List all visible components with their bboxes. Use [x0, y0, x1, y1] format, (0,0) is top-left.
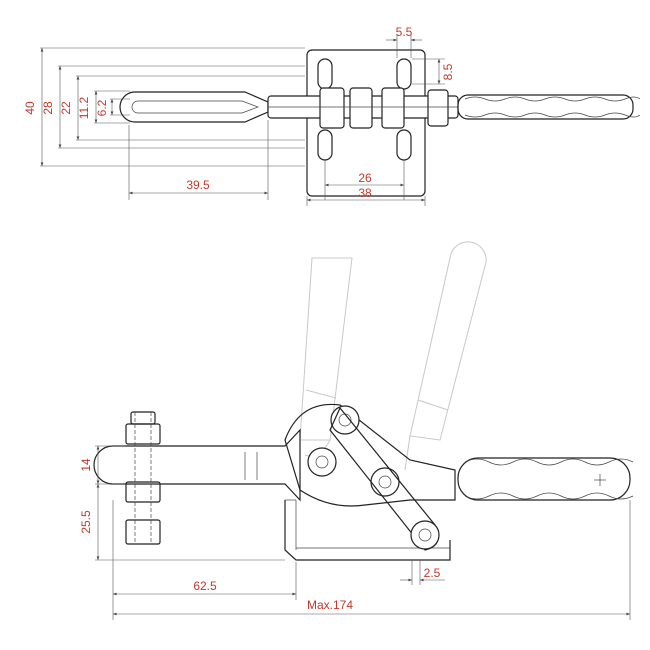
- dim-14: 14: [79, 458, 93, 472]
- arm-side: [93, 428, 301, 502]
- dim-22: 22: [59, 101, 73, 115]
- ghost-handles: [299, 241, 487, 471]
- handle-top: [457, 94, 634, 120]
- top-left-dimensions: [40, 47, 305, 167]
- dim-62-5: 62.5: [193, 579, 217, 593]
- dim-28: 28: [41, 101, 55, 115]
- spindle: [125, 411, 161, 545]
- bracket-side: [284, 403, 456, 507]
- dim-11-2: 11.2: [77, 96, 91, 119]
- handle-side: [457, 457, 631, 501]
- dim-5-5: 5.5: [396, 25, 413, 39]
- dim-2-5: 2.5: [424, 566, 441, 580]
- dim-40: 40: [23, 101, 37, 115]
- base-plate-top: [306, 49, 426, 197]
- base-side: [284, 500, 451, 561]
- dim-38: 38: [358, 186, 372, 200]
- dim-39-5: 39.5: [186, 178, 210, 192]
- dim-8-5: 8.5: [441, 63, 455, 80]
- dim-25-5: 25.5: [79, 510, 93, 534]
- arm-top: [119, 91, 269, 123]
- dim-max-174: Max.174: [307, 598, 353, 612]
- side-view: 14 25.5 62.5 2.5 Max.174: [79, 241, 634, 620]
- dim-6-2: 6.2: [95, 99, 109, 116]
- top-view: 40 28 22 11.2 6.2 39.5 26 38 5.5 8.5: [23, 25, 641, 206]
- side-dimensions: [95, 445, 631, 620]
- dim-26: 26: [358, 171, 372, 185]
